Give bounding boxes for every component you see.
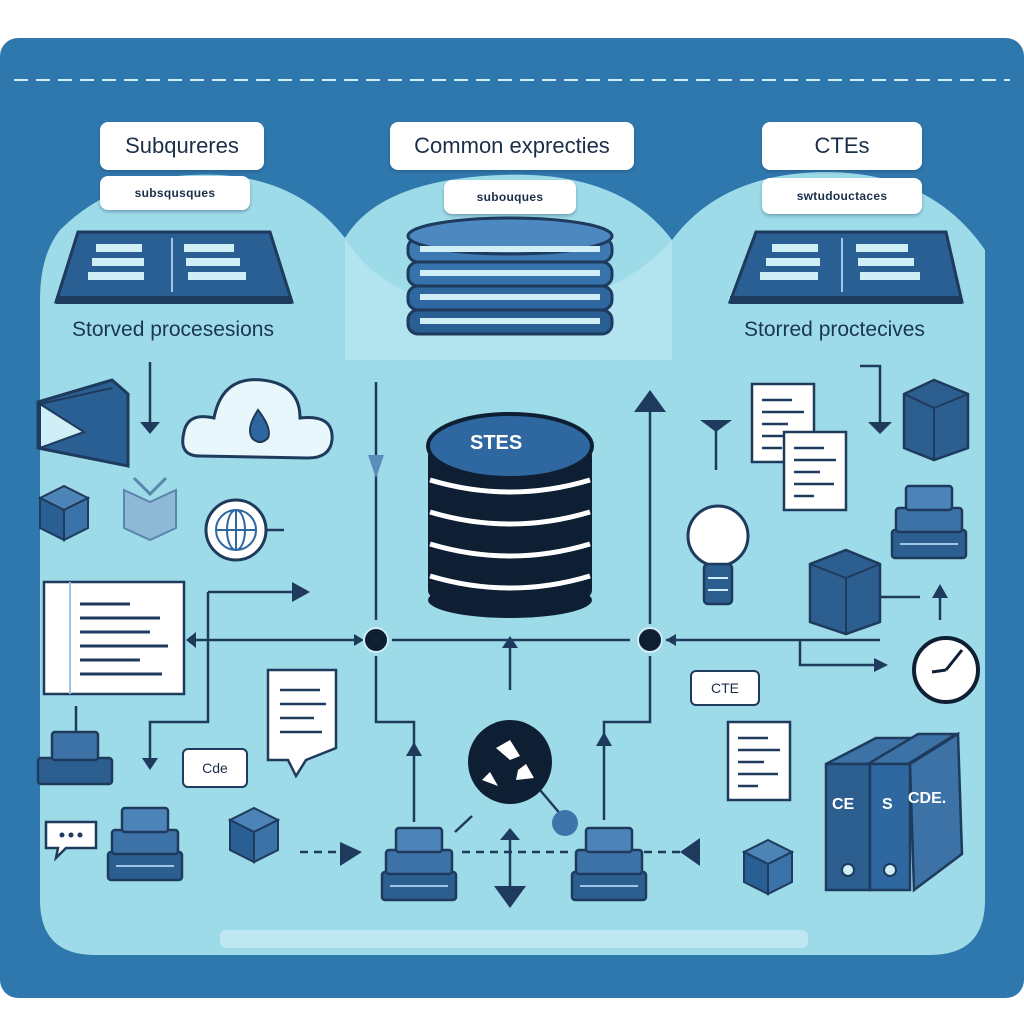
binder-spine-right-text: CDE. xyxy=(908,790,947,807)
right-table-icon xyxy=(727,230,964,304)
connector-lines xyxy=(74,362,942,898)
box-open-icon xyxy=(123,476,177,542)
data-cube-icon-mid-right xyxy=(808,548,882,636)
cloud-icon xyxy=(181,378,334,460)
data-cube-icon-top-right xyxy=(902,378,970,462)
center-database-icon xyxy=(426,412,594,618)
recycle-icon xyxy=(468,720,578,836)
note-scroll-icon xyxy=(266,668,338,779)
clock-icon xyxy=(912,636,980,704)
globe-icon xyxy=(204,498,268,562)
junction-node-left xyxy=(363,627,389,653)
arrowheads xyxy=(140,390,948,908)
left-table-icon xyxy=(53,230,295,304)
binders-icon xyxy=(824,731,964,893)
lightbulb-icon xyxy=(686,504,750,606)
center-disk-stack-icon xyxy=(406,216,614,336)
cube-icon-left xyxy=(39,485,89,541)
cube-icon-bottom-left xyxy=(229,807,279,863)
server-stack-left-icon xyxy=(36,730,114,786)
binder-spine-left-text: CE xyxy=(832,796,855,813)
center-title-label: Common exprecties xyxy=(390,122,634,170)
code-listing-panel xyxy=(42,580,186,696)
code-tag-left: Cde xyxy=(182,748,248,788)
center-database-label: STES xyxy=(470,432,523,454)
document-icon-3 xyxy=(726,720,792,802)
chat-bubble-icon xyxy=(44,820,98,862)
document-icon-2 xyxy=(782,430,848,512)
left-subtitle-label: subsqusques xyxy=(100,176,250,210)
right-subtitle-label: swtudouctaces xyxy=(762,178,922,214)
bottom-bar xyxy=(220,930,808,948)
cte-tag-right: CTE xyxy=(690,670,760,706)
right-title-label: CTEs xyxy=(762,122,922,170)
junction-node-right xyxy=(637,627,663,653)
left-caption: Storved procesesions xyxy=(72,318,274,341)
binder-spine-mid-text: S xyxy=(882,796,893,813)
left-title-label: Subqureres xyxy=(100,122,264,170)
envelope-icon xyxy=(36,378,130,468)
center-subtitle-label: subouques xyxy=(444,180,576,214)
right-caption: Storred proctecives xyxy=(744,318,925,341)
cube-icon-bottom-right xyxy=(743,839,793,895)
